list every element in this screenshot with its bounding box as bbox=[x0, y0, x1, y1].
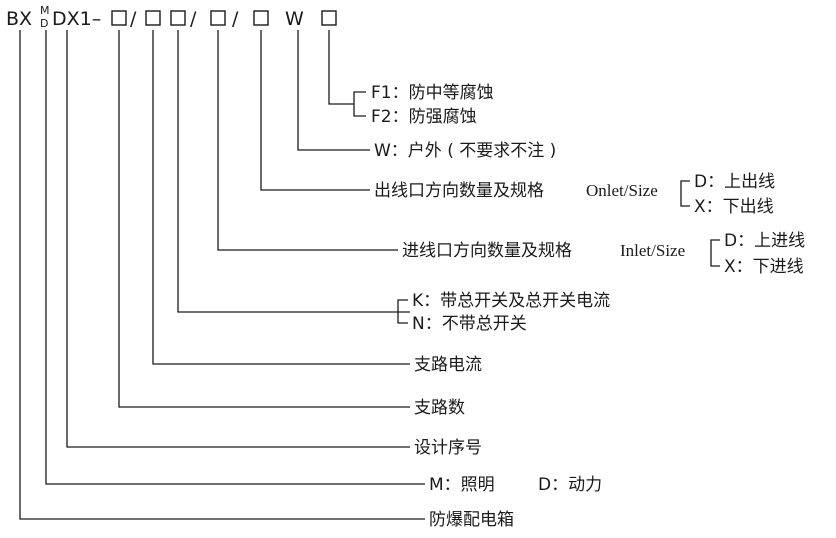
leader-inlet bbox=[217, 30, 398, 251]
leader-main-switch bbox=[177, 30, 410, 313]
leader-design-no bbox=[66, 30, 410, 448]
label-inlet-en: Inlet/Size bbox=[620, 241, 685, 260]
label-inlet-x: X：下进线 bbox=[724, 257, 804, 277]
leader-usage bbox=[45, 30, 425, 485]
leader-corrosion bbox=[328, 30, 354, 105]
slot-inlet bbox=[210, 10, 226, 26]
slot-main-switch bbox=[170, 10, 186, 26]
slot-outlet bbox=[253, 10, 269, 26]
slot-corrosion bbox=[321, 10, 337, 26]
leader-branch-count bbox=[118, 30, 410, 408]
brackets bbox=[353, 91, 720, 324]
code-sub-d: D bbox=[40, 17, 48, 30]
label-outlet-title: 出线口方向数量及规格 bbox=[374, 181, 544, 201]
label-corrosion-f1: F1：防中等腐蚀 bbox=[371, 83, 494, 103]
label-outdoor: W：户外 ( 不要求不注 ) bbox=[374, 141, 556, 161]
label-outlet-x: X：下出线 bbox=[694, 197, 774, 217]
bracket-main-switch bbox=[397, 299, 408, 324]
label-product: 防爆配电箱 bbox=[429, 510, 514, 530]
label-inlet-title: 进线口方向数量及规格 bbox=[402, 241, 572, 261]
bracket-outlet bbox=[680, 180, 690, 207]
label-usage-d: D：动力 bbox=[538, 475, 602, 495]
model-code: BX M D DX1– / / / W bbox=[6, 4, 337, 30]
label-switch-k: K：带总开关及总开关电流 bbox=[412, 291, 610, 311]
label-outlet-d: D：上出线 bbox=[694, 172, 775, 192]
code-slash-1: / bbox=[130, 8, 137, 30]
bracket-inlet bbox=[710, 239, 720, 267]
code-prefix: BX bbox=[6, 8, 32, 30]
leader-product bbox=[19, 30, 425, 520]
label-design-no: 设计序号 bbox=[414, 438, 482, 458]
slot-branch-current bbox=[145, 10, 161, 26]
bracket-corrosion bbox=[353, 91, 366, 117]
label-branch-count: 支路数 bbox=[414, 398, 465, 418]
label-usage-m: M：照明 bbox=[429, 475, 495, 495]
leader-outdoor bbox=[297, 30, 370, 151]
label-switch-n: N：不带总开关 bbox=[412, 314, 527, 334]
leader-lines bbox=[19, 30, 425, 520]
leader-outlet bbox=[260, 30, 370, 191]
code-slash-2: / bbox=[190, 8, 197, 30]
leader-branch-current bbox=[152, 30, 410, 365]
label-inlet-d: D：上进线 bbox=[724, 231, 805, 251]
slot-branch-count bbox=[111, 10, 127, 26]
label-outlet-en: Onlet/Size bbox=[586, 181, 658, 200]
label-corrosion-f2: F2：防强腐蚀 bbox=[371, 107, 477, 127]
code-sup-m: M bbox=[40, 4, 50, 17]
code-model: DX1– bbox=[52, 8, 101, 30]
labels: F1：防中等腐蚀 F2：防强腐蚀 W：户外 ( 不要求不注 ) 出线口方向数量及… bbox=[371, 83, 805, 530]
label-branch-current: 支路电流 bbox=[414, 355, 482, 375]
code-w: W bbox=[285, 8, 304, 30]
code-slash-3: / bbox=[232, 8, 239, 30]
